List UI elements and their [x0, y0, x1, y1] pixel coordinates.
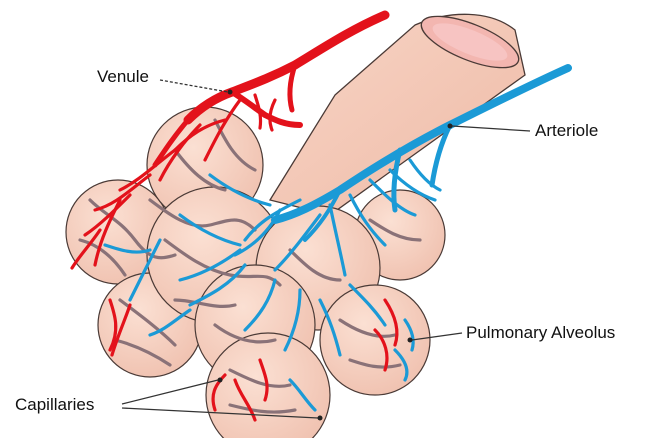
venule-leader-line [160, 80, 228, 92]
capillaries-label: Capillaries [15, 395, 94, 414]
venule-label: Venule [97, 67, 149, 86]
arteriole-pointer-dot [448, 124, 453, 129]
arteriole-leader-line [452, 126, 530, 131]
capillaries-leader-line-upper [122, 380, 218, 404]
pulmonary-alveolus-label: Pulmonary Alveolus [466, 323, 615, 342]
pulmonary-alveolus-pointer-dot [408, 338, 413, 343]
label-arteriole: Arteriole [448, 121, 599, 140]
label-pulmonary-alveolus: Pulmonary Alveolus [408, 323, 616, 343]
arteriole-label: Arteriole [535, 121, 598, 140]
capillaries-pointer-dot-upper [218, 378, 223, 383]
capillaries-pointer-dot-lower [318, 416, 323, 421]
label-venule: Venule [97, 67, 233, 95]
venule-pointer-dot [228, 90, 233, 95]
